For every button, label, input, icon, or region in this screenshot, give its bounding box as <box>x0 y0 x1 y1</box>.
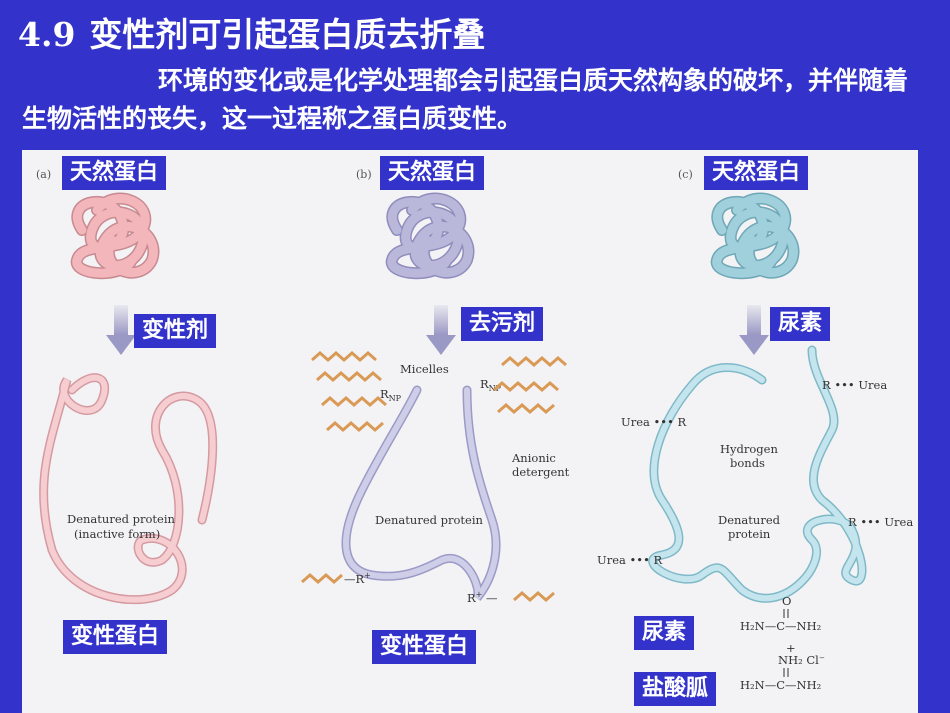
micelles-label: Micelles <box>400 362 449 376</box>
denatured-chain-b <box>341 385 501 601</box>
panel-a-id: (a) <box>36 168 51 181</box>
title-text: 变性剂可引起蛋白质去折叠 <box>89 15 486 54</box>
detergent-molecules <box>301 351 567 602</box>
bonds-label: bonds <box>730 456 765 470</box>
inactive-form-label: (inactive form) <box>74 527 160 541</box>
agent-label-c: 尿素 <box>770 307 831 341</box>
guanidine-hcl-label: 盐酸胍 <box>634 672 717 706</box>
panel-c-id: (c) <box>678 168 693 181</box>
denatured-chain-c <box>648 345 867 603</box>
native-label-c: 天然蛋白 <box>704 156 809 190</box>
gdn-top: NH₂ Cl⁻ <box>778 653 825 667</box>
native-protein-coil-b <box>385 192 475 280</box>
denatured-label-c: Denatured <box>718 513 781 527</box>
agent-label-a: 变性剂 <box>134 314 217 348</box>
section-number: 4.9 <box>18 15 76 54</box>
result-label-b: 变性蛋白 <box>372 630 477 664</box>
native-protein-coil-c <box>710 192 800 280</box>
rnp-left: RNP <box>380 387 402 403</box>
urea-r-lower: Urea ••• R <box>597 553 663 567</box>
urea-oxygen: O <box>782 594 791 608</box>
agent-label-b: 去污剂 <box>461 307 544 341</box>
denatured-protein-label-a: Denatured protein <box>67 512 176 526</box>
anionic-label: Anionic <box>511 451 556 465</box>
native-label-a: 天然蛋白 <box>62 156 167 190</box>
detergent-label: detergent <box>512 465 570 479</box>
panel-b-id: (b) <box>356 168 372 181</box>
figure-canvas: (a) (b) (c) <box>36 168 913 692</box>
urea-formula: H₂N—C—NH₂ <box>740 619 821 633</box>
page-title: 4.9 变性剂可引起蛋白质去折叠 <box>18 8 485 56</box>
r-urea-lower: R ••• Urea <box>848 515 913 529</box>
arrow-down-c <box>739 305 769 355</box>
r-urea-upper: R ••• Urea <box>822 378 887 392</box>
urea-r-upper: Urea ••• R <box>621 415 687 429</box>
gdn-formula: H₂N—C—NH₂ <box>740 678 821 692</box>
denatured-protein-label-b: Denatured protein <box>375 513 484 527</box>
denatured-chain-a <box>39 373 218 605</box>
arrow-down-a <box>106 305 136 355</box>
r-plus-left: —R+ <box>344 571 371 586</box>
protein-label-c: protein <box>728 527 771 541</box>
result-label-a: 变性蛋白 <box>63 620 168 654</box>
native-protein-coil-a <box>70 192 160 280</box>
denaturation-figure: (a) (b) (c) <box>22 150 918 713</box>
arrow-down-b <box>426 305 456 355</box>
paragraph-text: 环境的变化或是化学处理都会引起蛋白质天然构象的破坏，并伴随着生物活性的丧失，这一… <box>22 66 909 133</box>
native-label-b: 天然蛋白 <box>380 156 485 190</box>
hydrogen-label: Hydrogen <box>720 442 778 456</box>
intro-paragraph: 环境的变化或是化学处理都会引起蛋白质天然构象的破坏，并伴随着生物活性的丧失，这一… <box>22 62 932 138</box>
r-plus-right: R+ — <box>467 590 498 605</box>
gdn-plus: + <box>786 641 796 655</box>
urea-name-label: 尿素 <box>634 616 695 650</box>
